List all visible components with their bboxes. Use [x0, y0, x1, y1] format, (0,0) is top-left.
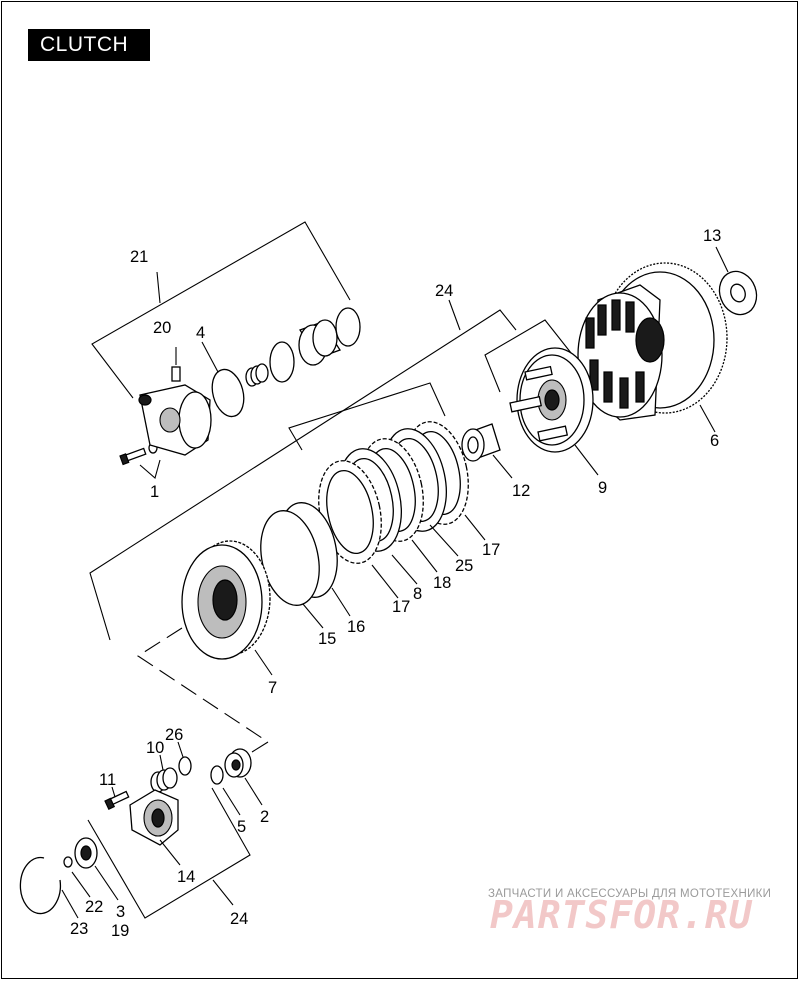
part-4-o-ring — [201, 341, 245, 418]
callout-15: 15 — [318, 630, 336, 648]
callout-19: 19 — [111, 922, 129, 940]
part-9-clutch-hub — [509, 347, 599, 476]
callout-23: 23 — [70, 920, 88, 938]
callout-2: 2 — [260, 808, 269, 826]
part-12-bushing — [461, 423, 513, 479]
part-6-clutch-shell — [577, 262, 728, 433]
callout-6: 6 — [710, 432, 719, 450]
callout-24-bottom: 24 — [230, 910, 248, 928]
part-13-thrust-washer — [715, 246, 758, 316]
part-11-bolt — [104, 786, 130, 810]
callout-10: 10 — [146, 739, 164, 757]
part-5-retaining-ring — [210, 765, 241, 816]
piston — [298, 319, 341, 366]
part-20-bleeder-valve — [171, 347, 181, 382]
callout-11: 11 — [99, 771, 116, 789]
bracket-hub-dashed — [136, 627, 269, 753]
callout-1: 1 — [150, 483, 159, 501]
slave-cylinder-body — [138, 384, 212, 456]
callout-12: 12 — [512, 482, 530, 500]
callout-4: 4 — [196, 324, 205, 342]
part-23-circlip — [19, 856, 79, 919]
bracket-24-top — [89, 299, 517, 641]
part-7-pressure-plate — [181, 540, 273, 676]
callout-5: 5 — [237, 818, 246, 836]
callout-20: 20 — [153, 319, 171, 337]
bracket-24-bottom — [87, 787, 251, 919]
part-26-washer — [177, 741, 192, 776]
callout-18: 18 — [433, 574, 451, 592]
callout-3: 3 — [116, 903, 125, 921]
part-10-spring — [150, 754, 178, 793]
part-2-bearing — [224, 748, 263, 806]
callout-8: 8 — [413, 585, 422, 603]
bracket-21 — [91, 221, 351, 399]
part-16-15-rings — [260, 502, 351, 629]
callout-9: 9 — [598, 479, 607, 497]
piston-seal — [269, 341, 295, 383]
shell-fingers — [585, 299, 645, 409]
watermark-subtitle: ЗАПЧАСТИ И АКСЕССУАРЫ ДЛЯ МОТОТЕХНИКИ — [488, 888, 772, 900]
bracket-plates — [288, 382, 446, 451]
watermark-logo: PARTSFOR.RU — [490, 893, 753, 937]
callout-25: 25 — [455, 557, 473, 575]
page-title: CLUTCH — [28, 29, 150, 61]
spring-part — [245, 363, 269, 387]
bracket-9-frame — [484, 319, 576, 393]
callout-7: 7 — [268, 679, 277, 697]
part-22-pin — [63, 856, 91, 898]
callout-16: 16 — [347, 618, 365, 636]
callout-26: 26 — [165, 726, 183, 744]
part-14-release-plate — [129, 789, 181, 866]
callout-14: 14 — [177, 868, 195, 886]
seal-ring — [335, 307, 361, 347]
callout-24-top: 24 — [435, 282, 453, 300]
clutch-plate-stack — [318, 421, 486, 599]
callout-13: 13 — [703, 227, 721, 245]
callout-17-right: 17 — [482, 541, 500, 559]
callout-21: 21 — [130, 248, 148, 266]
callout-17-left: 17 — [392, 598, 410, 616]
callout-22: 22 — [85, 898, 103, 916]
part-1-screw — [119, 442, 161, 479]
part-3-19-bearing — [74, 837, 119, 901]
